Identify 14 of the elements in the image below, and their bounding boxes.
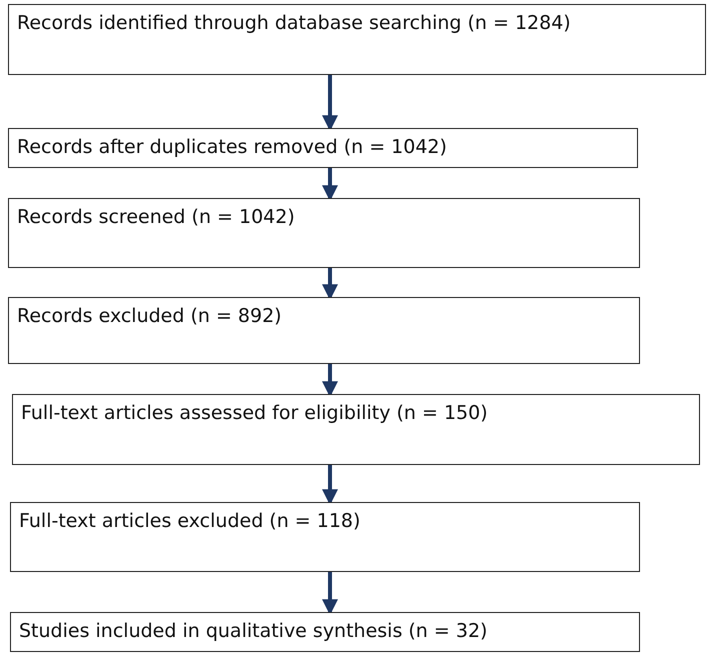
process-box <box>8 4 706 75</box>
process-box <box>8 198 640 268</box>
process-box <box>8 128 638 168</box>
box-text: Records identified through database searching (n = 1284) <box>17 11 571 36</box>
box-text: Full-text articles excluded (n = 118) <box>19 509 360 534</box>
process-box <box>8 297 640 364</box>
box-text: Records after duplicates removed (n = 1042) <box>17 135 447 160</box>
process-box <box>10 502 640 572</box>
process-box <box>10 612 640 652</box>
box-text: Records screened (n = 1042) <box>17 205 295 230</box>
box-text: Full-text articles assessed for eligibility (n = 150) <box>21 401 488 426</box>
box-text: Records excluded (n = 892) <box>17 304 282 329</box>
box-text: Studies included in qualitative synthesis (n = 32) <box>19 619 488 644</box>
process-box <box>12 394 700 465</box>
